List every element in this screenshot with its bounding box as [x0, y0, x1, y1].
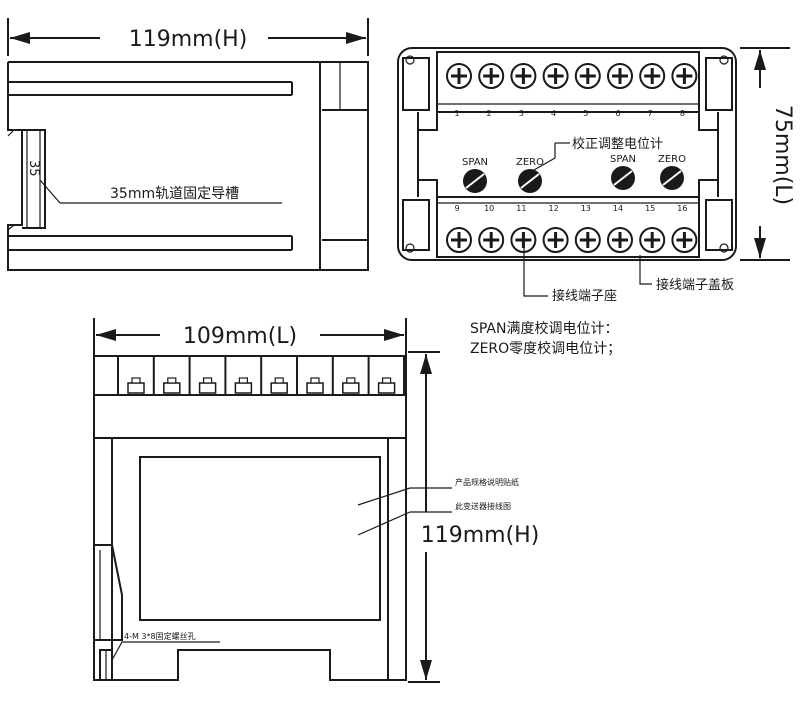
terminal-screw-icon: [574, 227, 601, 253]
product-label-window: [139, 456, 381, 621]
dim-bottom-width: 109mm(L): [183, 324, 297, 349]
terminal-number: 13: [581, 204, 591, 213]
product-label-text: 产品规格说明贴纸: [455, 477, 519, 487]
wiring-diagram-text: 此变送器接线图: [455, 501, 511, 511]
dim-top-width: 119mm(H): [129, 27, 248, 52]
terminal-number: 16: [677, 204, 687, 213]
terminal-clamp-icon: [377, 377, 396, 394]
terminal-screw-icon: [671, 63, 698, 89]
zero-label-2: ZERO: [658, 154, 686, 165]
mount-holes-label: 4-M 3*8固定螺丝孔: [124, 631, 196, 641]
terminal-block-bottom: [436, 196, 700, 258]
terminal-cover-label: 接线端子盖板: [656, 277, 734, 293]
terminal-screw-icon: [446, 227, 472, 253]
terminal-screw-icon: [671, 227, 698, 253]
terminal-number: 4: [551, 109, 556, 118]
terminal-number: 1: [454, 109, 459, 118]
terminal-clamp-icon: [342, 377, 360, 394]
zero-note: ZERO零度校调电位计；: [470, 340, 621, 357]
terminal-screw-icon: [510, 63, 537, 89]
terminal-number: 2: [487, 109, 492, 118]
potentiometer-icon: [518, 169, 542, 193]
terminal-clamp-icon: [234, 377, 253, 394]
potentiometer-icon: [463, 169, 487, 193]
terminal-screw-icon: [542, 227, 569, 253]
dim-right-height: 75mm(L): [770, 105, 795, 205]
span-label-2: SPAN: [610, 154, 636, 165]
span-label-1: SPAN: [462, 157, 488, 168]
terminal-number: 15: [645, 204, 655, 213]
terminal-number: 11: [516, 204, 526, 213]
terminal-screw-icon: [478, 227, 505, 253]
top-view-body: [397, 47, 737, 261]
terminal-number: 9: [454, 204, 459, 213]
terminal-clamp-icon: [163, 377, 181, 394]
terminal-clamp-icon: [306, 377, 324, 394]
terminal-number: 14: [613, 204, 623, 213]
zero-label-1: ZERO: [516, 157, 544, 168]
terminal-clamp-icon: [127, 377, 145, 394]
terminal-number: 5: [583, 109, 588, 118]
terminal-screw-icon: [542, 63, 569, 89]
terminal-block-top: [436, 51, 700, 113]
front-view: 109mm(L) 产品规格说明贴纸 此变送器接线图 4-M 3*8固定螺丝孔 1…: [93, 318, 540, 683]
potentiometer-icon: [611, 166, 635, 190]
terminal-number: 8: [680, 109, 685, 118]
terminal-screw-icon: [478, 63, 505, 89]
terminal-screw-icon: [639, 63, 666, 89]
side-view: 119mm(H) 35 35mm轨道固定导槽: [7, 18, 369, 271]
terminal-screw-icon: [607, 227, 633, 253]
terminal-number: 6: [615, 109, 620, 118]
terminal-screw-icon: [639, 227, 666, 253]
terminal-screw-icon: [446, 63, 472, 89]
calibration-pots-label: 校正调整电位计: [572, 136, 663, 152]
potentiometer-icon: [660, 166, 684, 190]
terminal-screw-icon: [607, 63, 633, 89]
terminal-number: 7: [648, 109, 653, 118]
span-note: SPAN满度校调电位计：: [470, 320, 618, 337]
terminal-clamp-icon: [270, 377, 288, 394]
rail-mark: 35: [26, 160, 41, 177]
terminal-seat-label: 接线端子座: [552, 288, 617, 304]
terminal-clamp-icon: [198, 377, 217, 394]
terminal-screw-icon: [574, 63, 601, 89]
dim-bottom-height: 119mm(H): [421, 523, 540, 548]
rail-groove-label: 35mm轨道固定导槽: [110, 186, 239, 202]
terminal-number: 10: [484, 204, 494, 213]
terminal-number: 3: [519, 109, 524, 118]
terminal-number: 12: [549, 204, 559, 213]
